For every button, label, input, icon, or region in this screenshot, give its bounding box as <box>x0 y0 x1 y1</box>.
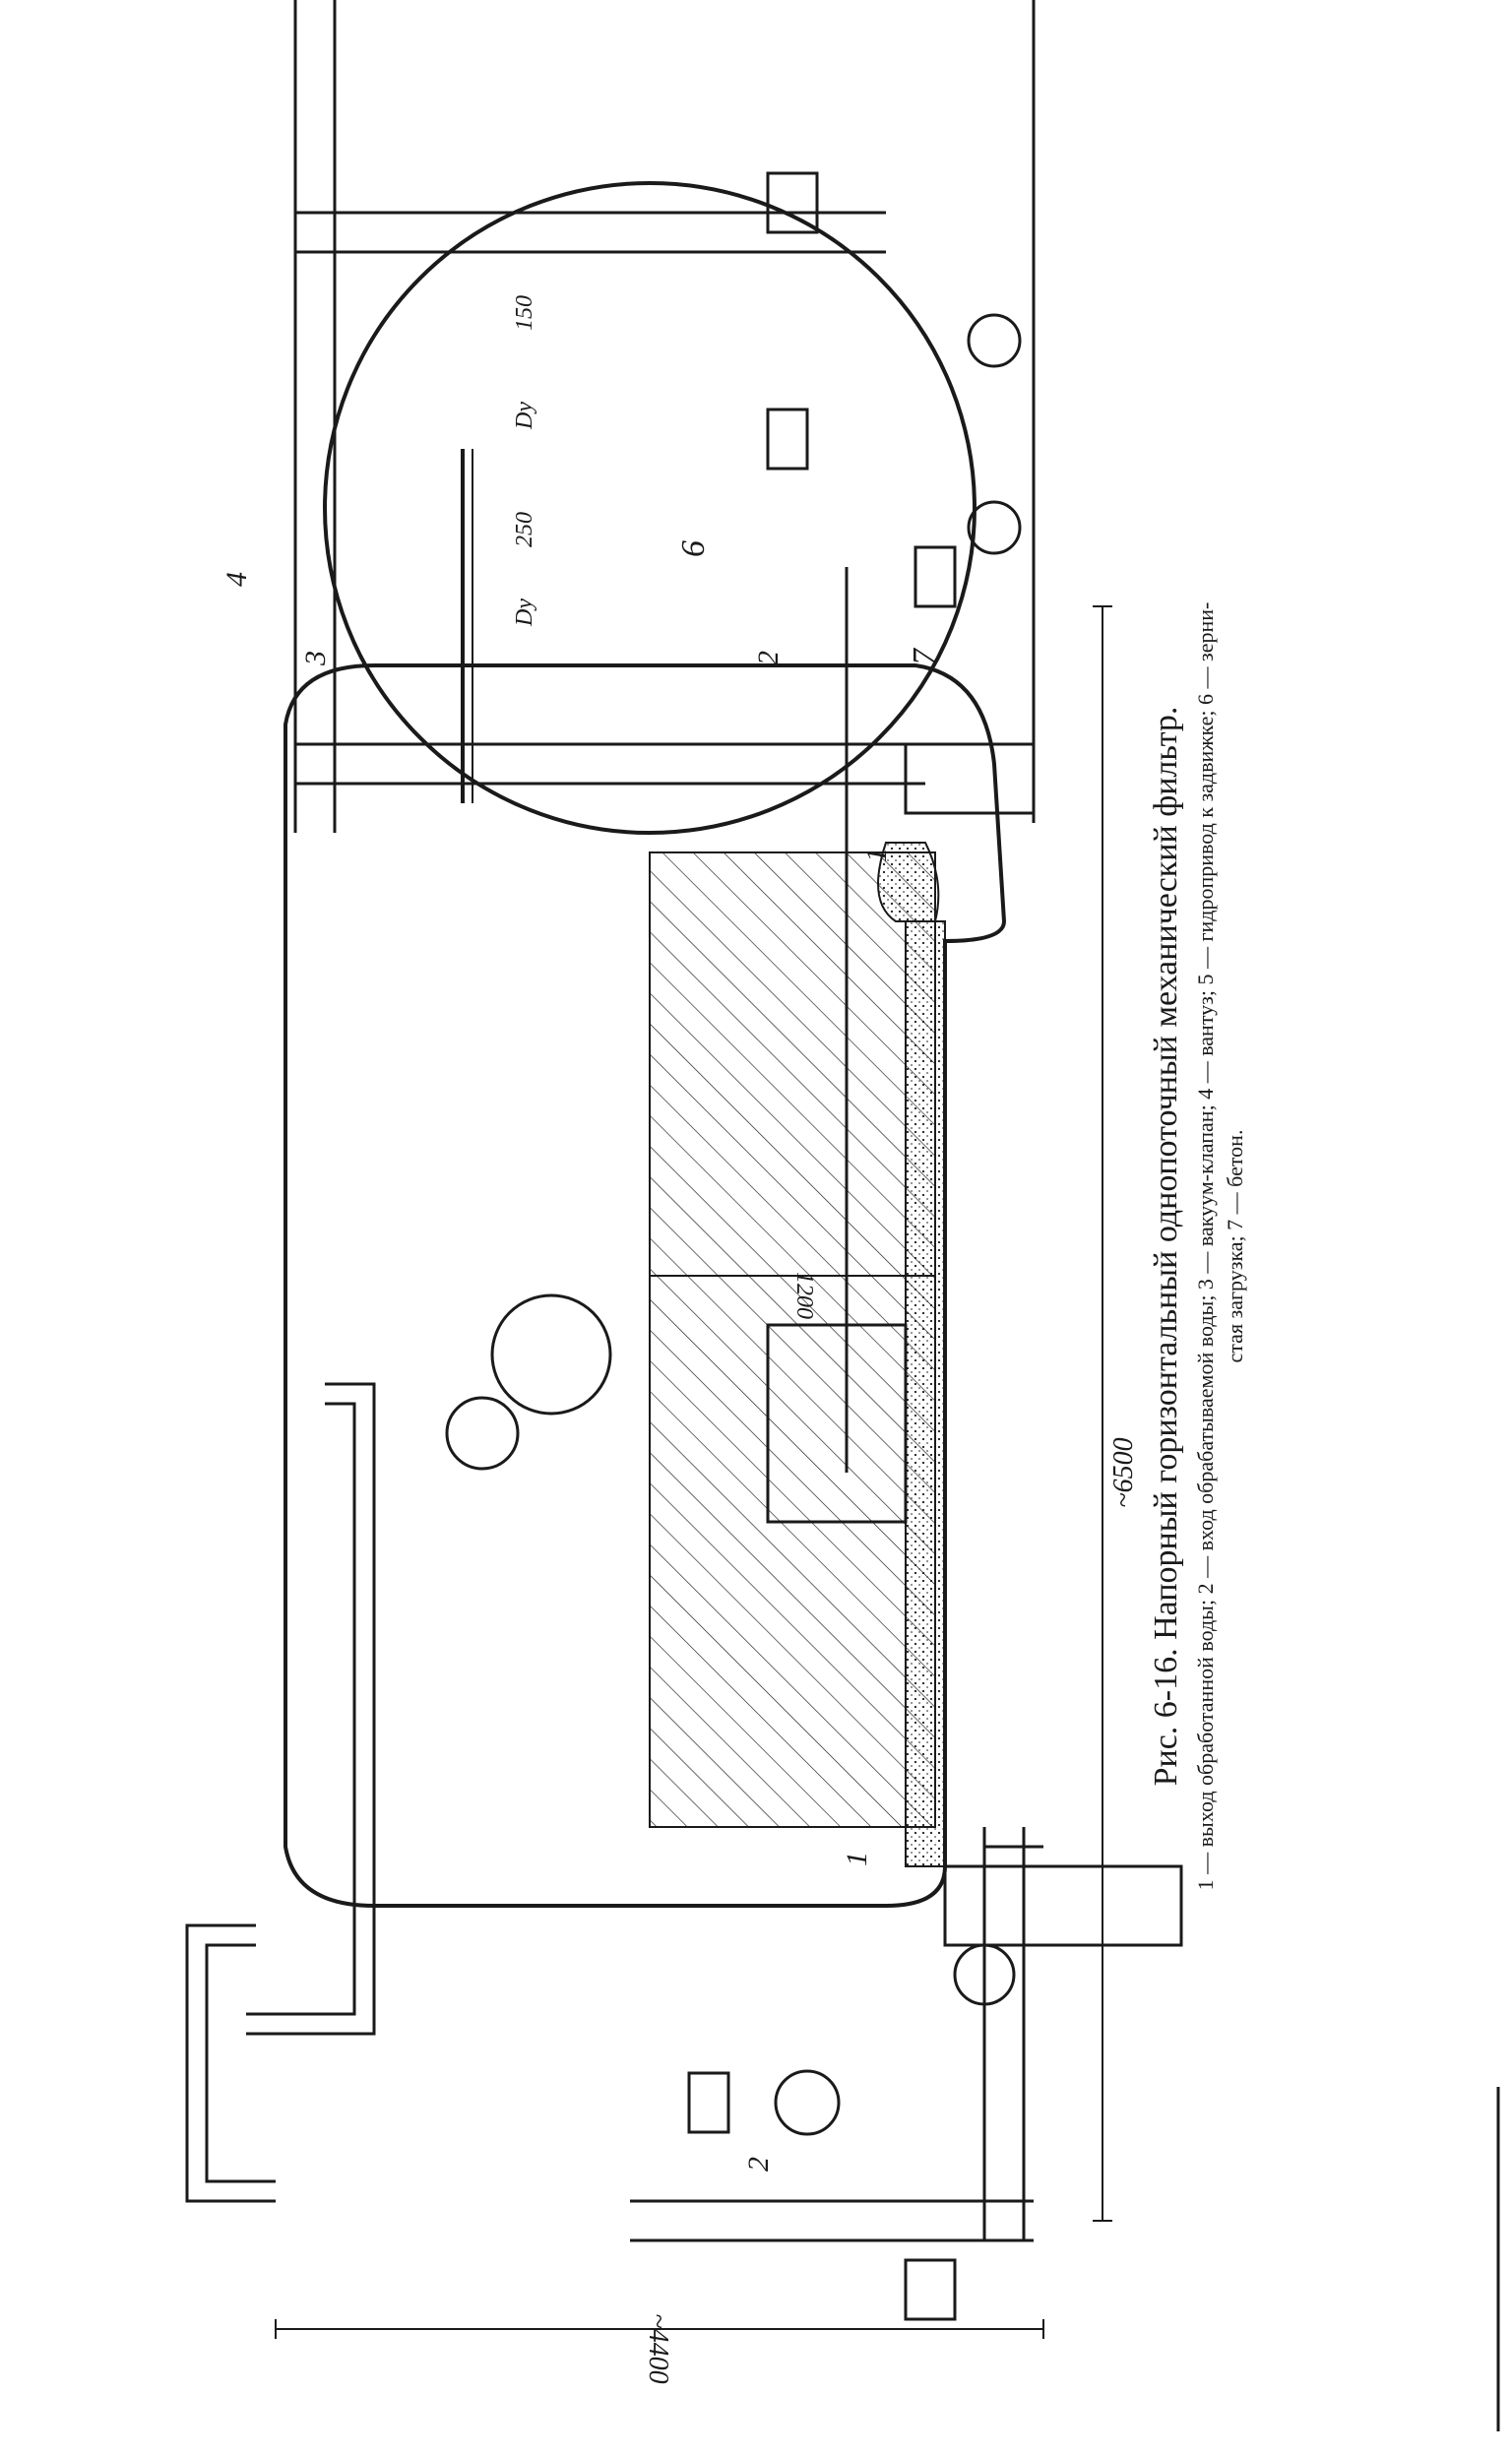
end-actuator-2 <box>766 408 809 471</box>
dimension-lines <box>275 605 1112 2339</box>
lower-piping <box>630 1827 1043 2242</box>
end-label-4: 4 <box>220 572 253 587</box>
end-valve-a <box>967 500 1022 555</box>
figure-legend-line-1: 1 — выход обработанной воды; 2 — вход об… <box>1193 602 1218 1891</box>
concrete-bottom-curve <box>877 842 940 922</box>
end-label-1: 1 <box>860 848 893 862</box>
end-label-2: 2 <box>752 651 785 665</box>
end-dim-250: 250 <box>512 512 537 547</box>
manhole <box>490 1293 612 1416</box>
side-label-2: 2 <box>742 2157 775 2172</box>
end-view <box>293 0 1036 835</box>
actuator-b <box>904 2258 957 2321</box>
end-view-piping <box>293 0 925 833</box>
end-dim-dy-left: Dу <box>512 598 537 627</box>
valve-3 <box>445 1396 520 1471</box>
inlet-pipe-top <box>246 1382 376 2036</box>
end-actuator-1 <box>914 545 957 608</box>
side-view <box>185 449 1183 2321</box>
end-dim-150: 150 <box>512 295 537 331</box>
figure-legend-line-2: стая загрузка; 7 — бетон. <box>1223 1130 1247 1363</box>
dim-bed-depth: 1200 <box>791 1272 817 1319</box>
right-support-leg <box>904 742 1036 815</box>
side-label-7: 7 <box>907 647 943 665</box>
filter-media-bed <box>649 851 936 1828</box>
side-label-6: 6 <box>675 540 712 557</box>
concrete-base <box>905 920 946 1867</box>
side-label-1: 1 <box>841 1852 873 1866</box>
left-riser <box>943 1864 1183 1947</box>
vessel-end-circle <box>323 181 976 835</box>
actuator-a <box>687 2071 730 2134</box>
end-valve-b <box>967 313 1022 368</box>
center-support-box <box>766 1323 908 1524</box>
end-actuator-5 <box>766 171 819 234</box>
dim-overall-length: ~6500 <box>1108 1437 1139 1507</box>
figure-title: Рис. 6-16. Напорный горизонтальный одноп… <box>1148 707 1184 1787</box>
end-label-3: 3 <box>299 651 332 666</box>
outlet-pipe-top <box>185 1923 276 2203</box>
dim-overall-height: ~4400 <box>643 2313 673 2383</box>
end-dim-dy-right: Dу <box>512 402 537 430</box>
valve-1 <box>774 2069 841 2136</box>
